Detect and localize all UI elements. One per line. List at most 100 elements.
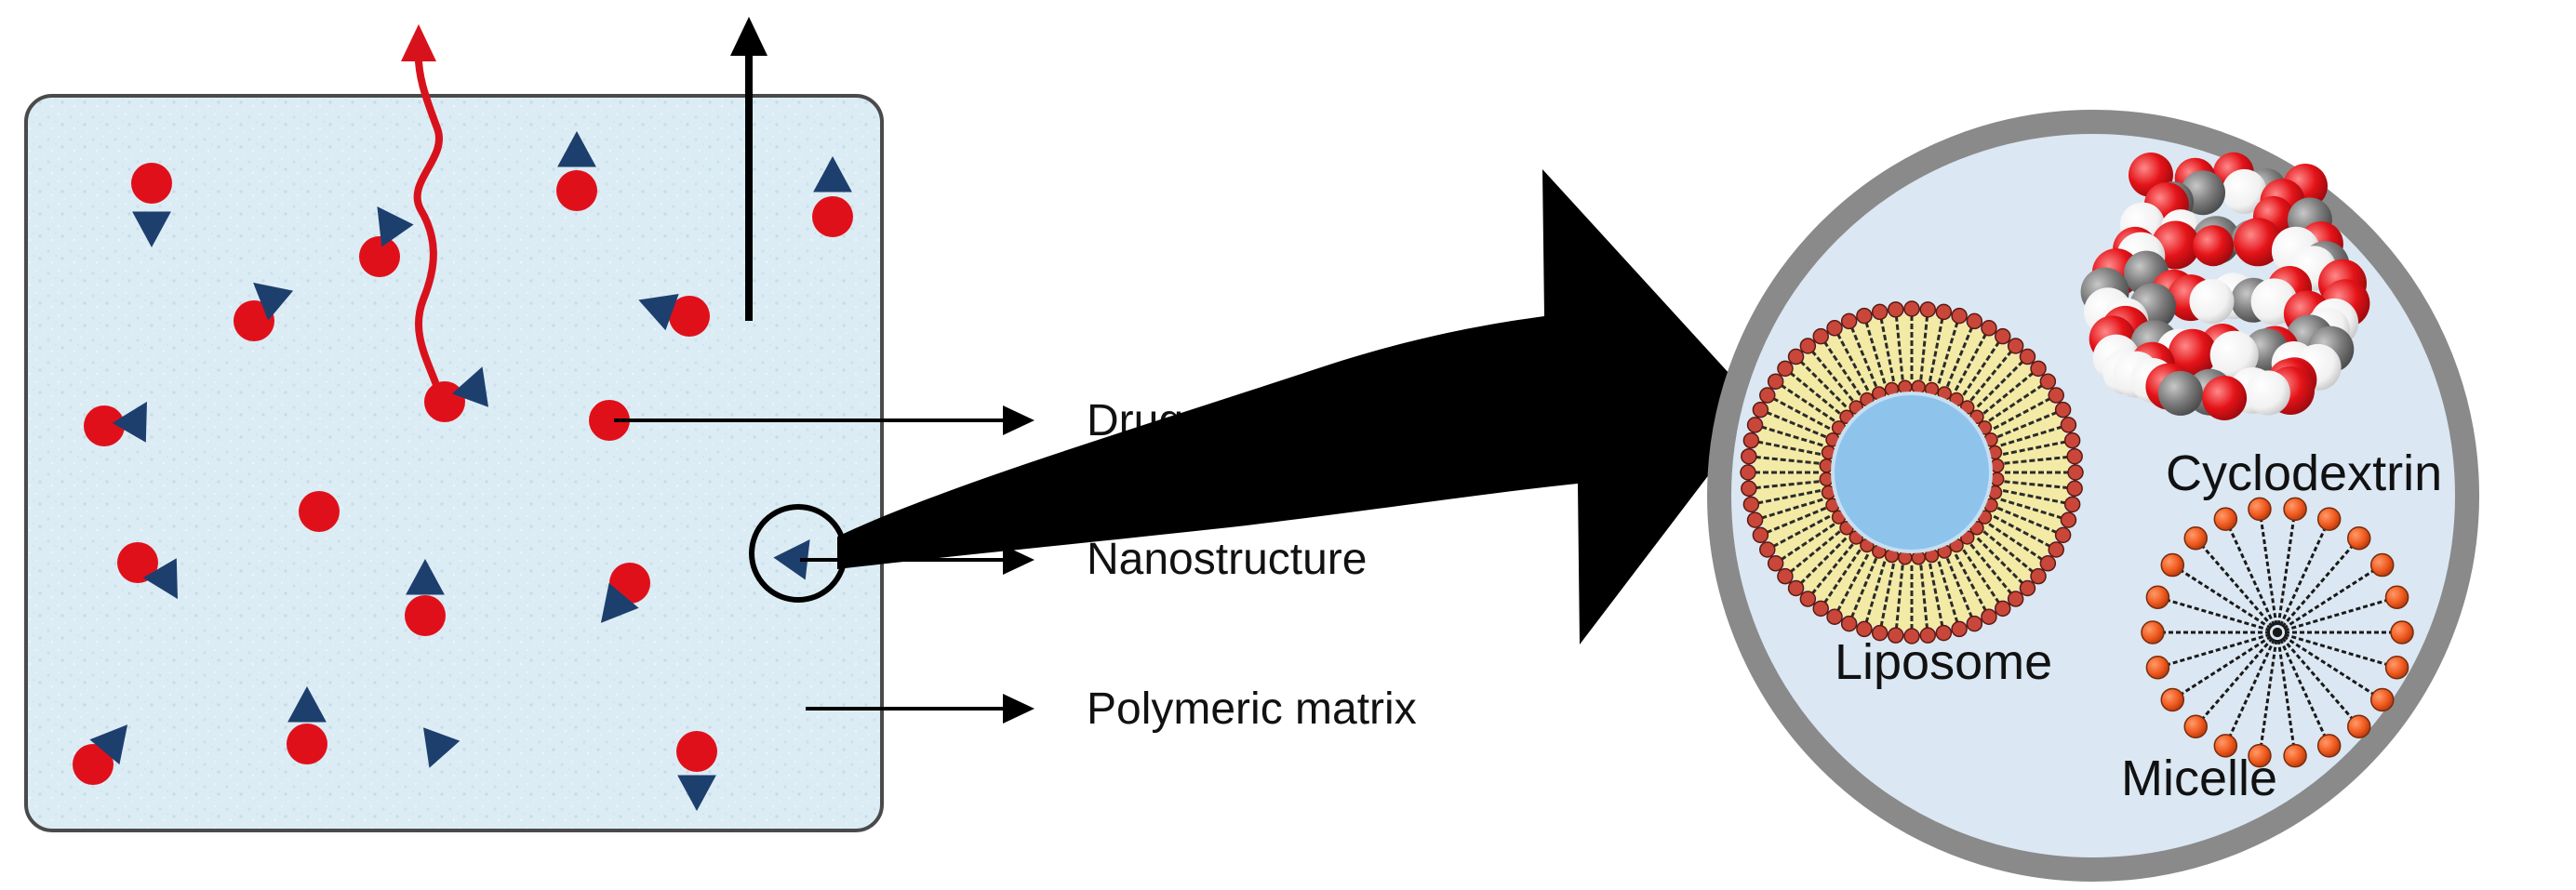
drug-particle xyxy=(405,595,446,636)
surfactant-tail xyxy=(2276,631,2374,696)
surfactant-tail xyxy=(2260,631,2279,745)
lipid-head xyxy=(2019,348,2036,365)
lipid-tail xyxy=(1790,372,1841,415)
lipid-head xyxy=(2030,360,2047,378)
nanostructure-particle xyxy=(423,727,460,768)
surfactant-head xyxy=(2283,497,2307,522)
surfactant-tail xyxy=(2276,631,2354,720)
lipid-tail xyxy=(1969,351,2012,402)
lipid-head xyxy=(1767,373,1784,390)
surfactant-head xyxy=(2145,656,2170,680)
surfactant-head xyxy=(2347,714,2371,739)
liposome-label: Liposome xyxy=(1835,634,2052,690)
carbon-atom xyxy=(2157,370,2203,416)
lipid-tail xyxy=(2002,489,2066,505)
lipid-head xyxy=(1981,608,1997,625)
surfactant-tail xyxy=(2201,631,2279,720)
lipid-head xyxy=(1840,615,1858,632)
lipid-head xyxy=(1951,620,1968,638)
lipid-tail xyxy=(1879,563,1895,627)
surfactant-tail xyxy=(2168,599,2278,634)
lipid-tail xyxy=(1996,506,2057,534)
lipid-tail xyxy=(1954,334,1987,392)
lipid-head xyxy=(2060,511,2077,528)
lipid-head xyxy=(2007,591,2024,607)
lipid-tail xyxy=(1937,322,1959,384)
lipid-head xyxy=(2063,496,2081,513)
lipid-tail xyxy=(1895,316,1904,380)
lipid-tail xyxy=(1811,351,1854,402)
surfactant-tail xyxy=(2276,520,2295,633)
drug-particle xyxy=(359,236,400,277)
nanostructure-particle xyxy=(142,558,178,600)
lipid-head xyxy=(1767,555,1784,572)
nanostructure-particle xyxy=(287,686,327,723)
lipid-tail xyxy=(2004,456,2068,465)
micelle xyxy=(2141,497,2414,768)
lipid-tail xyxy=(1976,361,2023,408)
lipid-tail xyxy=(1800,361,1848,408)
lipid-head xyxy=(1856,307,1873,325)
lipid-head xyxy=(1742,432,1760,449)
lipid-head xyxy=(2048,387,2064,404)
diffusion-arrowhead-black xyxy=(730,17,767,56)
lipid-head xyxy=(1740,464,1756,481)
lipid-tail xyxy=(1982,530,2034,573)
lipid-tail xyxy=(1781,523,1835,561)
nanostructure-particle xyxy=(600,582,639,623)
matrix-pointer-head xyxy=(1003,694,1034,724)
lipid-head xyxy=(1966,312,1983,330)
lipid-head xyxy=(2030,567,2047,585)
lipid-tail xyxy=(1993,514,2050,548)
lipid-tail xyxy=(1962,341,2000,396)
cyclodextrin-label: Cyclodextrin xyxy=(2166,445,2442,501)
particles xyxy=(73,131,853,811)
surfactant-tail xyxy=(2181,631,2278,696)
lipid-head xyxy=(1887,627,1904,644)
lipid-tail xyxy=(1811,543,1854,594)
surfactant-tail xyxy=(2276,545,2354,633)
surfactant-tail xyxy=(2201,545,2279,633)
lipid-tail xyxy=(1945,327,1973,388)
lipid-head xyxy=(2039,373,2057,390)
lipid-tail xyxy=(1850,557,1878,618)
surfactant-head xyxy=(2384,656,2409,680)
lipid-tail xyxy=(1976,537,2023,584)
surfactant-head xyxy=(2283,743,2307,768)
surfactant-head xyxy=(2183,525,2208,551)
lipid-tail xyxy=(1761,498,1823,520)
lipid-tail xyxy=(1757,440,1822,456)
lipid-head xyxy=(1777,360,1794,378)
lipid-tail xyxy=(1919,565,1929,629)
lipid-head xyxy=(1812,327,1829,345)
lipid-head xyxy=(1746,511,1764,528)
lipid-head xyxy=(1826,608,1843,625)
lipid-tail xyxy=(1879,318,1895,382)
drug-particle xyxy=(73,744,113,785)
lipid-head xyxy=(1995,327,2011,345)
lipid-tail xyxy=(1996,411,2057,439)
surfactant-head xyxy=(2141,620,2165,644)
surfactant-head xyxy=(2316,507,2342,531)
lipid-tail xyxy=(1929,563,1944,627)
surfactant-tail xyxy=(2276,631,2327,737)
lipid-head xyxy=(1871,624,1889,642)
lipid-tail xyxy=(1836,334,1870,392)
nanostructure-particle xyxy=(253,282,294,321)
lipid-tail xyxy=(1982,372,2034,415)
drug-particle xyxy=(676,731,717,772)
lipid-tail xyxy=(1781,384,1835,422)
lipid-tail xyxy=(2000,425,2062,447)
lipid-tail xyxy=(1800,537,1848,584)
lipid-tail xyxy=(1945,557,1973,618)
lipid-head xyxy=(1935,624,1953,642)
nanostructure-particle xyxy=(112,401,147,443)
lipid-head xyxy=(2066,447,2083,465)
surfactant-head xyxy=(2369,552,2395,578)
nanostructure-particle xyxy=(377,206,414,247)
drug-particle xyxy=(556,170,597,211)
lipid-tail xyxy=(1757,489,1822,505)
lipid-tail xyxy=(2002,440,2066,456)
surfactant-tail xyxy=(2168,631,2278,666)
drug-pointer-head xyxy=(1003,405,1034,435)
